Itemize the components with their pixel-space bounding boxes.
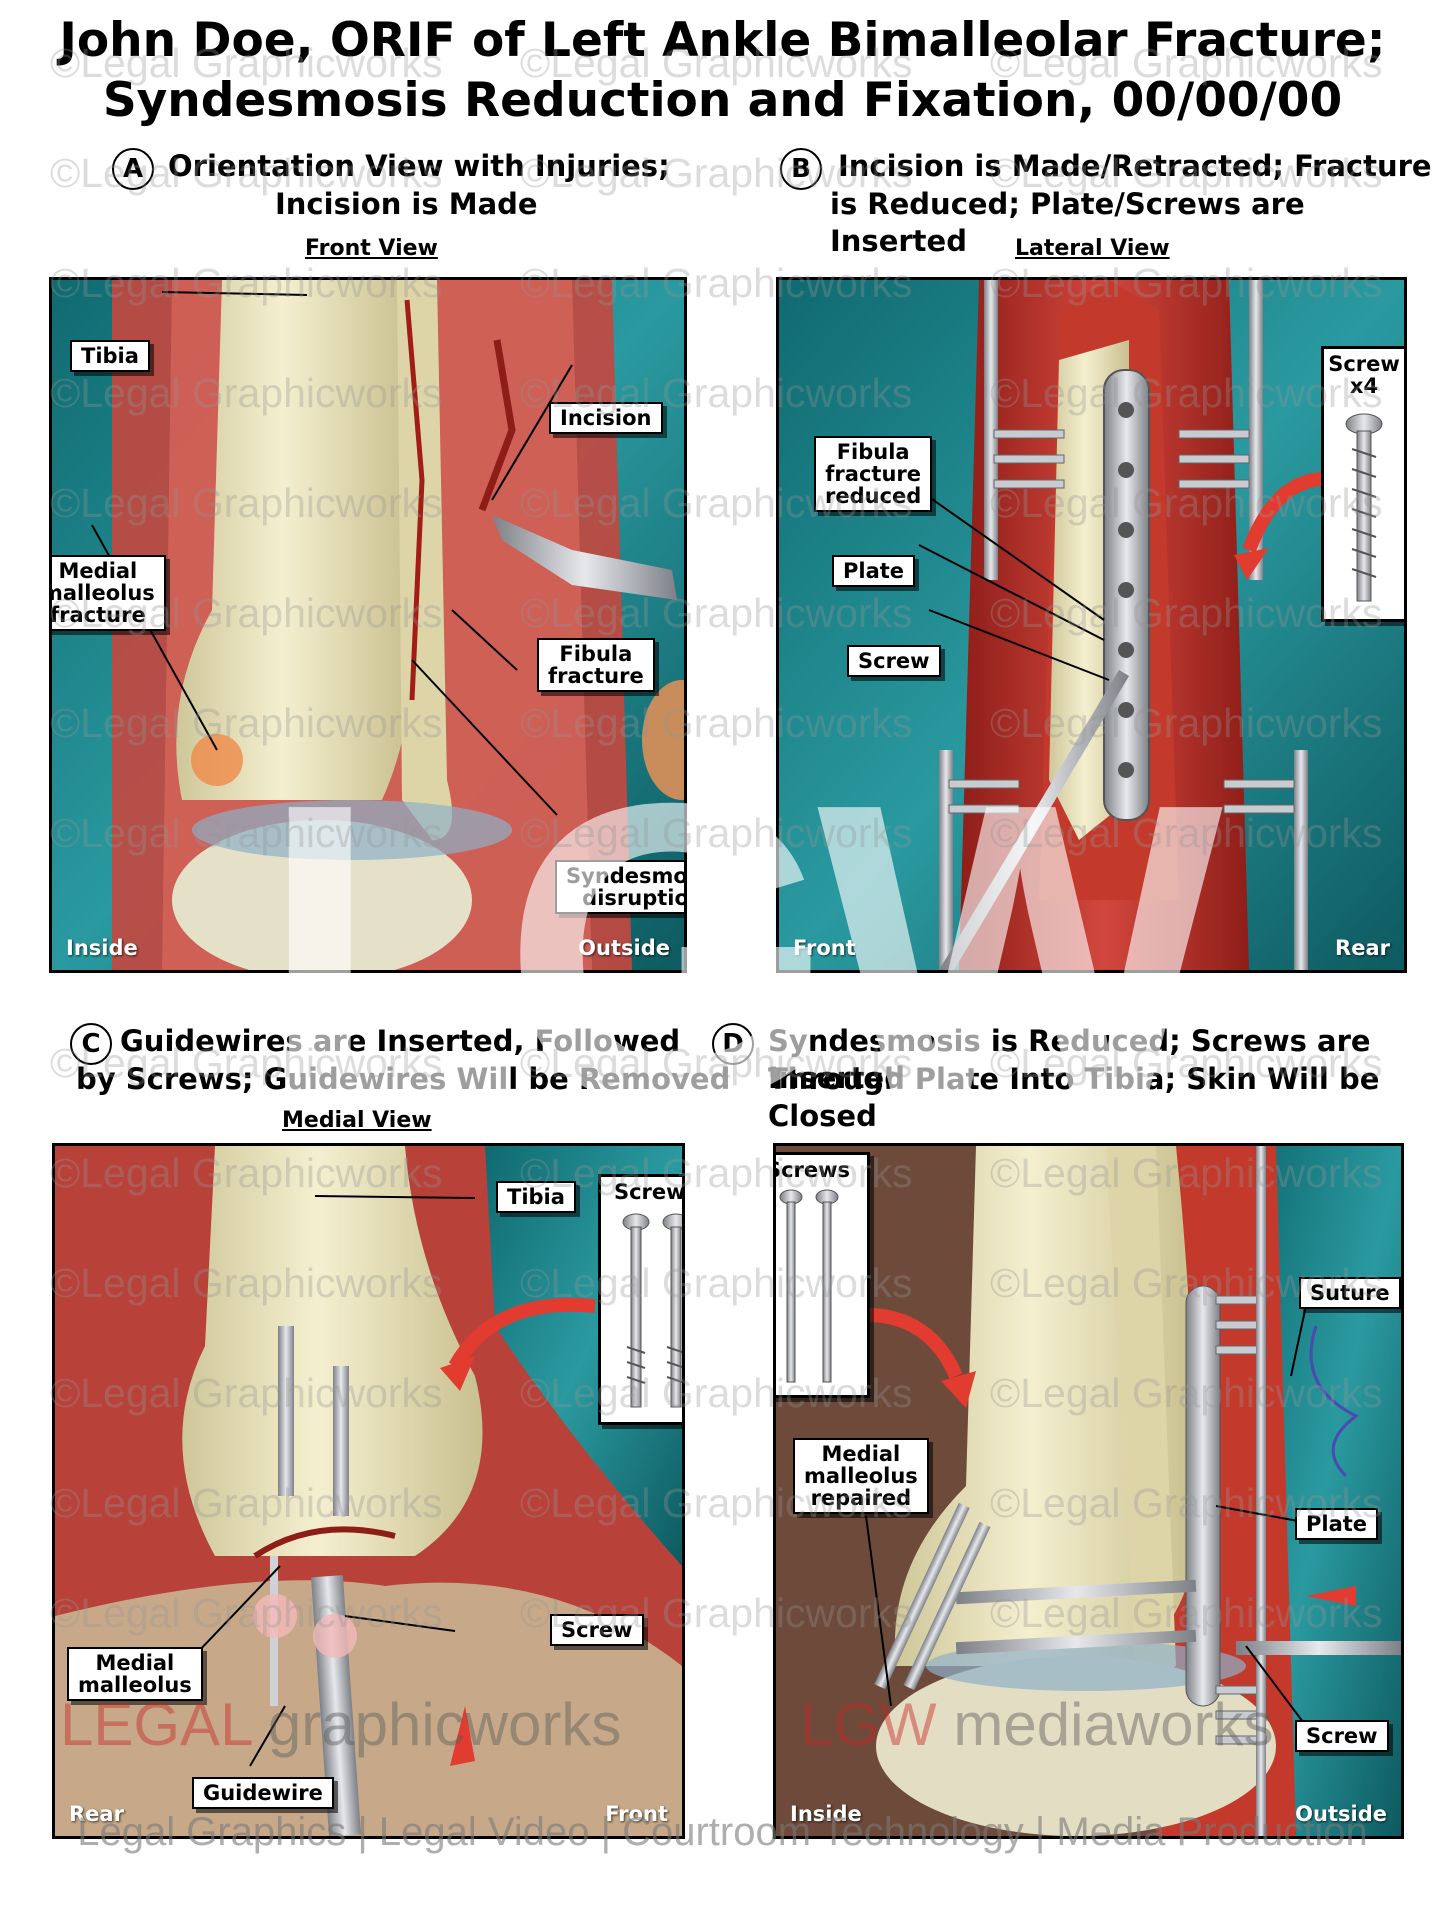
inset-screw-x4: Screw x4: [1321, 346, 1404, 622]
label-medial-malleolus: Medial malleolus: [67, 1647, 203, 1701]
corner-rear-c: Rear: [69, 1802, 124, 1826]
panel-b-illustration: [779, 280, 1404, 970]
section-a-title-line2: Incision is Made: [275, 187, 538, 221]
label-fibula-fracture: Fibula fracture: [537, 638, 655, 692]
section-d-title-line2: Through Plate Into Tibia; Skin Will be C…: [768, 1062, 1380, 1133]
corner-front-c: Front: [605, 1802, 668, 1826]
section-b-title-line1: Incision is Made/Retracted; Fracture: [838, 149, 1432, 183]
page-title-line1: John Doe, ORIF of Left Ankle Bimalleolar…: [59, 13, 1386, 68]
section-c-title-line1: Guidewires are Inserted, Followed: [120, 1024, 681, 1058]
section-c-title-line2: by Screws; Guidewires Will be Removed: [76, 1062, 731, 1096]
label-screw: Screw: [847, 645, 941, 677]
section-c-letter: C: [70, 1023, 112, 1065]
label-guidewire: Guidewire: [192, 1777, 334, 1809]
section-a-title-line1: Orientation View with Injuries;: [168, 149, 670, 183]
panel-a-front-view: Tibia Incision Medial malleolus fracture…: [49, 277, 687, 973]
panel-c-medial-view: Tibia Medial malleolus Screw Guidewire S…: [52, 1143, 685, 1839]
label-screw-c: Screw: [550, 1614, 644, 1646]
section-d-title-line1: Syndesmosis is Reduced; Screws are Inser…: [768, 1024, 1371, 1095]
panel-b-lateral-view: Fibula fracture reduced Plate Screw Scre…: [776, 277, 1407, 973]
screws-icon: [622, 1213, 682, 1408]
section-d-letter: D: [712, 1023, 754, 1065]
label-plate-d: Plate: [1295, 1508, 1379, 1540]
inset-screws-c-label: Screws: [613, 1180, 685, 1204]
label-tibia: Tibia: [70, 340, 150, 372]
corner-outside: Outside: [578, 936, 670, 960]
inset-screw-x4-label: Screw x4: [1328, 352, 1400, 398]
corner-inside-d: Inside: [790, 1802, 862, 1826]
panel-c-illustration: [55, 1146, 682, 1836]
inset-screws-d-label: Screws: [773, 1158, 851, 1182]
section-b-title-line2: is Reduced; Plate/Screws are Inserted: [830, 187, 1305, 258]
section-c-view-label: Medial View: [282, 1108, 432, 1133]
label-medial-malleolus-fracture: Medial malleolus fracture: [52, 555, 166, 631]
label-tibia-c: Tibia: [496, 1181, 576, 1213]
label-syndesmosis-disruption: Syndesmosis disruption: [555, 860, 684, 914]
label-medial-malleolus-repaired: Medial malleolus repaired: [793, 1438, 929, 1514]
corner-outside-d: Outside: [1295, 1802, 1387, 1826]
label-screw-d: Screw: [1295, 1720, 1389, 1752]
footer-tagline: Legal Graphics | Legal Video | Courtroom…: [77, 1810, 1368, 1854]
screws-icon-d: [779, 1189, 839, 1383]
label-plate: Plate: [832, 555, 916, 587]
panel-a-illustration: [52, 280, 684, 970]
corner-inside: Inside: [66, 936, 138, 960]
corner-front: Front: [793, 936, 856, 960]
screw-icon: [1345, 413, 1383, 602]
label-incision: Incision: [549, 402, 663, 434]
panel-d: Medial malleolus repaired Suture Plate S…: [773, 1143, 1404, 1839]
page-title-line2: Syndesmosis Reduction and Fixation, 00/0…: [102, 73, 1343, 128]
label-suture: Suture: [1299, 1277, 1401, 1309]
section-b-letter: B: [780, 148, 822, 190]
inset-screws-d: Screws: [773, 1152, 870, 1398]
section-a-letter: A: [112, 148, 154, 190]
label-fibula-fracture-reduced: Fibula fracture reduced: [814, 436, 933, 512]
corner-rear: Rear: [1335, 936, 1390, 960]
inset-screws-c: Screws: [598, 1174, 685, 1425]
section-b-view-label: Lateral View: [1015, 236, 1170, 261]
section-a-view-label: Front View: [305, 236, 438, 261]
